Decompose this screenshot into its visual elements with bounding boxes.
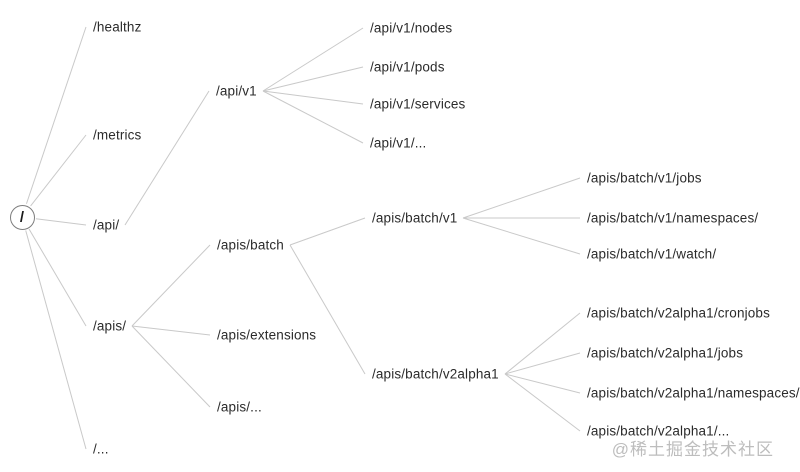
tree-edge-api-v1-to-api-v1-pods — [262, 66, 364, 92]
tree-edge-root-to-root-dots — [25, 230, 87, 450]
tree-edge-apis-to-apis-batch — [131, 244, 211, 327]
tree-node-batch-v1: /apis/batch/v1 — [372, 210, 458, 226]
tree-edge-root-to-healthz — [25, 26, 87, 204]
tree-edge-root-to-api — [35, 218, 87, 226]
tree-edge-api-to-api-v1 — [124, 90, 210, 226]
tree-node-api: /api/ — [93, 217, 120, 233]
tree-node-api-v1-pods: /api/v1/pods — [370, 59, 445, 75]
tree-node-v2alpha1-dots: /apis/batch/v2alpha1/... — [587, 423, 730, 439]
tree-edge-api-v1-to-api-v1-nodes — [262, 27, 364, 92]
tree-node-apis-extensions: /apis/extensions — [217, 327, 317, 343]
tree-node-v2alpha1-cronjobs: /apis/batch/v2alpha1/cronjobs — [587, 305, 770, 321]
tree-node-batch-v2alpha1: /apis/batch/v2alpha1 — [372, 366, 499, 382]
tree-node-apis: /apis/ — [93, 318, 127, 334]
tree-node-api-v1: /api/v1 — [216, 83, 257, 99]
tree-edge-batch-v2alpha1-to-v2alpha1-dots — [504, 373, 581, 432]
tree-edge-apis-to-apis-dots — [131, 325, 211, 408]
tree-node-healthz: /healthz — [93, 19, 142, 35]
tree-edge-batch-v1-to-batch-v1-jobs — [462, 177, 581, 219]
tree-edge-api-v1-to-api-v1-dots — [262, 90, 364, 144]
tree-edge-apis-batch-to-batch-v2alpha1 — [289, 244, 366, 375]
tree-node-apis-batch: /apis/batch — [217, 237, 284, 253]
tree-node-api-v1-dots: /api/v1/... — [370, 135, 427, 151]
tree-node-metrics: /metrics — [93, 127, 142, 143]
tree-node-batch-v1-namespaces: /apis/batch/v1/namespaces/ — [587, 210, 759, 226]
tree-node-v2alpha1-namespaces: /apis/batch/v2alpha1/namespaces/ — [587, 385, 800, 401]
tree-edge-root-to-apis — [28, 228, 87, 327]
tree-edge-api-v1-to-api-v1-services — [262, 90, 364, 105]
tree-node-api-v1-services: /api/v1/services — [370, 96, 466, 112]
tree-edge-batch-v2alpha1-to-v2alpha1-cronjobs — [504, 312, 581, 375]
tree-edge-apis-batch-to-batch-v1 — [289, 217, 366, 246]
tree-edge-root-to-metrics — [30, 134, 87, 207]
tree-node-api-v1-nodes: /api/v1/nodes — [370, 20, 453, 36]
watermark: @稀土掘金技术社区 — [611, 440, 774, 459]
root-node: / — [9, 204, 35, 230]
tree-edge-apis-to-apis-extensions — [131, 325, 211, 336]
tree-edge-batch-v2alpha1-to-v2alpha1-namespaces — [504, 373, 581, 394]
tree-node-apis-dots: /apis/... — [217, 399, 262, 415]
tree-node-batch-v1-jobs: /apis/batch/v1/jobs — [587, 170, 702, 186]
tree-node-v2alpha1-jobs: /apis/batch/v2alpha1/jobs — [587, 345, 744, 361]
tree-edge-batch-v2alpha1-to-v2alpha1-jobs — [504, 352, 581, 375]
tree-node-root-dots: /... — [93, 441, 109, 457]
tree-node-batch-v1-watch: /apis/batch/v1/watch/ — [587, 246, 717, 262]
root-node-label: / — [19, 208, 25, 226]
tree-edge-batch-v1-to-batch-v1-watch — [462, 217, 581, 255]
